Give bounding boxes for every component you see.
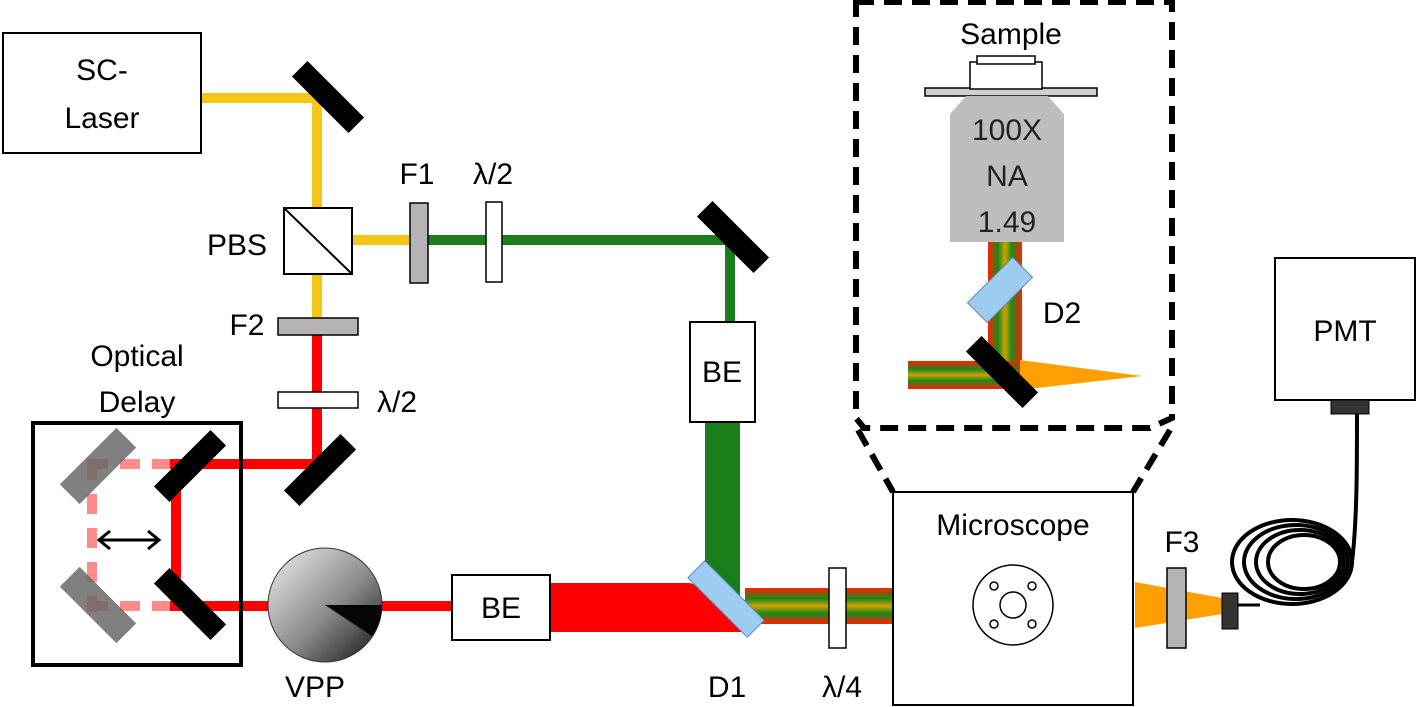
delay-label-line1: Optical (90, 340, 183, 373)
d1-element (687, 560, 765, 638)
be-bottom-box (451, 574, 551, 641)
laser-label-line2: Laser (64, 102, 139, 135)
f2-label: F2 (229, 309, 264, 342)
vortex-phase-plate: VPP (267, 547, 383, 704)
objective-lens: 100X NA 1.49 (950, 96, 1064, 242)
mirror-2 (696, 200, 770, 274)
vpp-label: VPP (285, 671, 345, 704)
inset-connector-right (1130, 428, 1173, 494)
objective-turret-icon (972, 564, 1054, 646)
pmt: PMT (1274, 257, 1416, 415)
sample-label: Sample (960, 18, 1062, 51)
optical-delay: Optical Delay (31, 340, 243, 667)
ghost-mirror-top (59, 427, 137, 505)
mirror-delay-top (153, 429, 227, 503)
fiber-coupler (1221, 592, 1239, 630)
mirror-inset (965, 335, 1039, 409)
f2-element (277, 317, 359, 336)
d2-label: D2 (1043, 297, 1081, 330)
filter-f2: F2 (229, 309, 359, 342)
double-arrow-icon (96, 529, 162, 551)
mirror-1 (291, 60, 365, 134)
mirror-delay-bottom (153, 567, 227, 641)
f1-element (409, 202, 429, 284)
objective-body (950, 96, 1064, 242)
laser-label-line1: SC- (76, 54, 128, 87)
half-wave-plate-top: λ/2 (473, 158, 513, 283)
delay-box (31, 421, 243, 667)
be-vertical-label: BE (702, 356, 742, 389)
inset-outline (853, 0, 1175, 431)
vpp-step (325, 605, 382, 636)
sample-holder (969, 61, 1043, 90)
pmt-box (1274, 257, 1416, 401)
microscope-label: Microscope (936, 509, 1089, 542)
ghost-mirror-bottom (59, 566, 137, 644)
filter-f3: F3 (1164, 526, 1200, 649)
f3-element (1166, 567, 1187, 649)
delay-label-line2: Delay (99, 386, 176, 419)
pbs-label: PBS (207, 229, 267, 262)
f1-label: F1 (399, 158, 434, 191)
laser-box (2, 32, 202, 154)
dichroic-d1: D1 (687, 560, 765, 704)
d2-element (966, 256, 1034, 324)
combined-beam (745, 588, 895, 624)
d1-label: D1 (708, 671, 746, 704)
microscope-inset (853, 0, 1175, 494)
delay-ghost-mirrors (59, 427, 137, 644)
beam-expander-bottom: BE (451, 574, 551, 641)
mirror-3 (283, 433, 357, 507)
be-vertical-box (689, 321, 756, 423)
hwp-top-element (485, 201, 503, 283)
sc-laser: SC- Laser (2, 32, 202, 154)
filter-f1: F1 (399, 158, 435, 284)
qwp-label: λ/4 (822, 671, 862, 704)
sample-holder-top (976, 55, 1036, 65)
pbs: PBS (207, 207, 353, 275)
mirrors (153, 60, 1039, 641)
quarter-wave-plate: λ/4 (822, 567, 862, 704)
fluorescence-beam-inset (1020, 360, 1142, 390)
be-bottom-label: BE (481, 592, 521, 625)
half-wave-plate-mid: λ/2 (277, 386, 417, 419)
f3-label: F3 (1164, 526, 1199, 559)
fiber-to-pmt (1350, 409, 1359, 563)
red-beam-expanded (550, 583, 742, 632)
optical-fiber (1221, 409, 1359, 630)
hwp-mid-element (277, 391, 359, 409)
inset-connector-left (855, 428, 896, 494)
pmt-connector (1330, 399, 1370, 415)
microscope-box (892, 491, 1134, 706)
objective-line3: 1.49 (978, 206, 1036, 239)
beam-expander-vertical: BE (689, 321, 756, 423)
pbs-diagonal (283, 207, 353, 275)
objective-line2: NA (986, 160, 1028, 193)
hwp-mid-label: λ/2 (377, 386, 417, 419)
dichroic-d2: D2 (966, 256, 1081, 330)
hwp-top-label: λ/2 (473, 158, 513, 191)
objective-line1: 100X (972, 114, 1042, 147)
microscope: Microscope (892, 491, 1134, 706)
pmt-label: PMT (1313, 315, 1376, 348)
fiber-coil-icon (1230, 518, 1354, 606)
qwp-element (828, 567, 847, 649)
sample-stage: Sample (924, 18, 1098, 97)
